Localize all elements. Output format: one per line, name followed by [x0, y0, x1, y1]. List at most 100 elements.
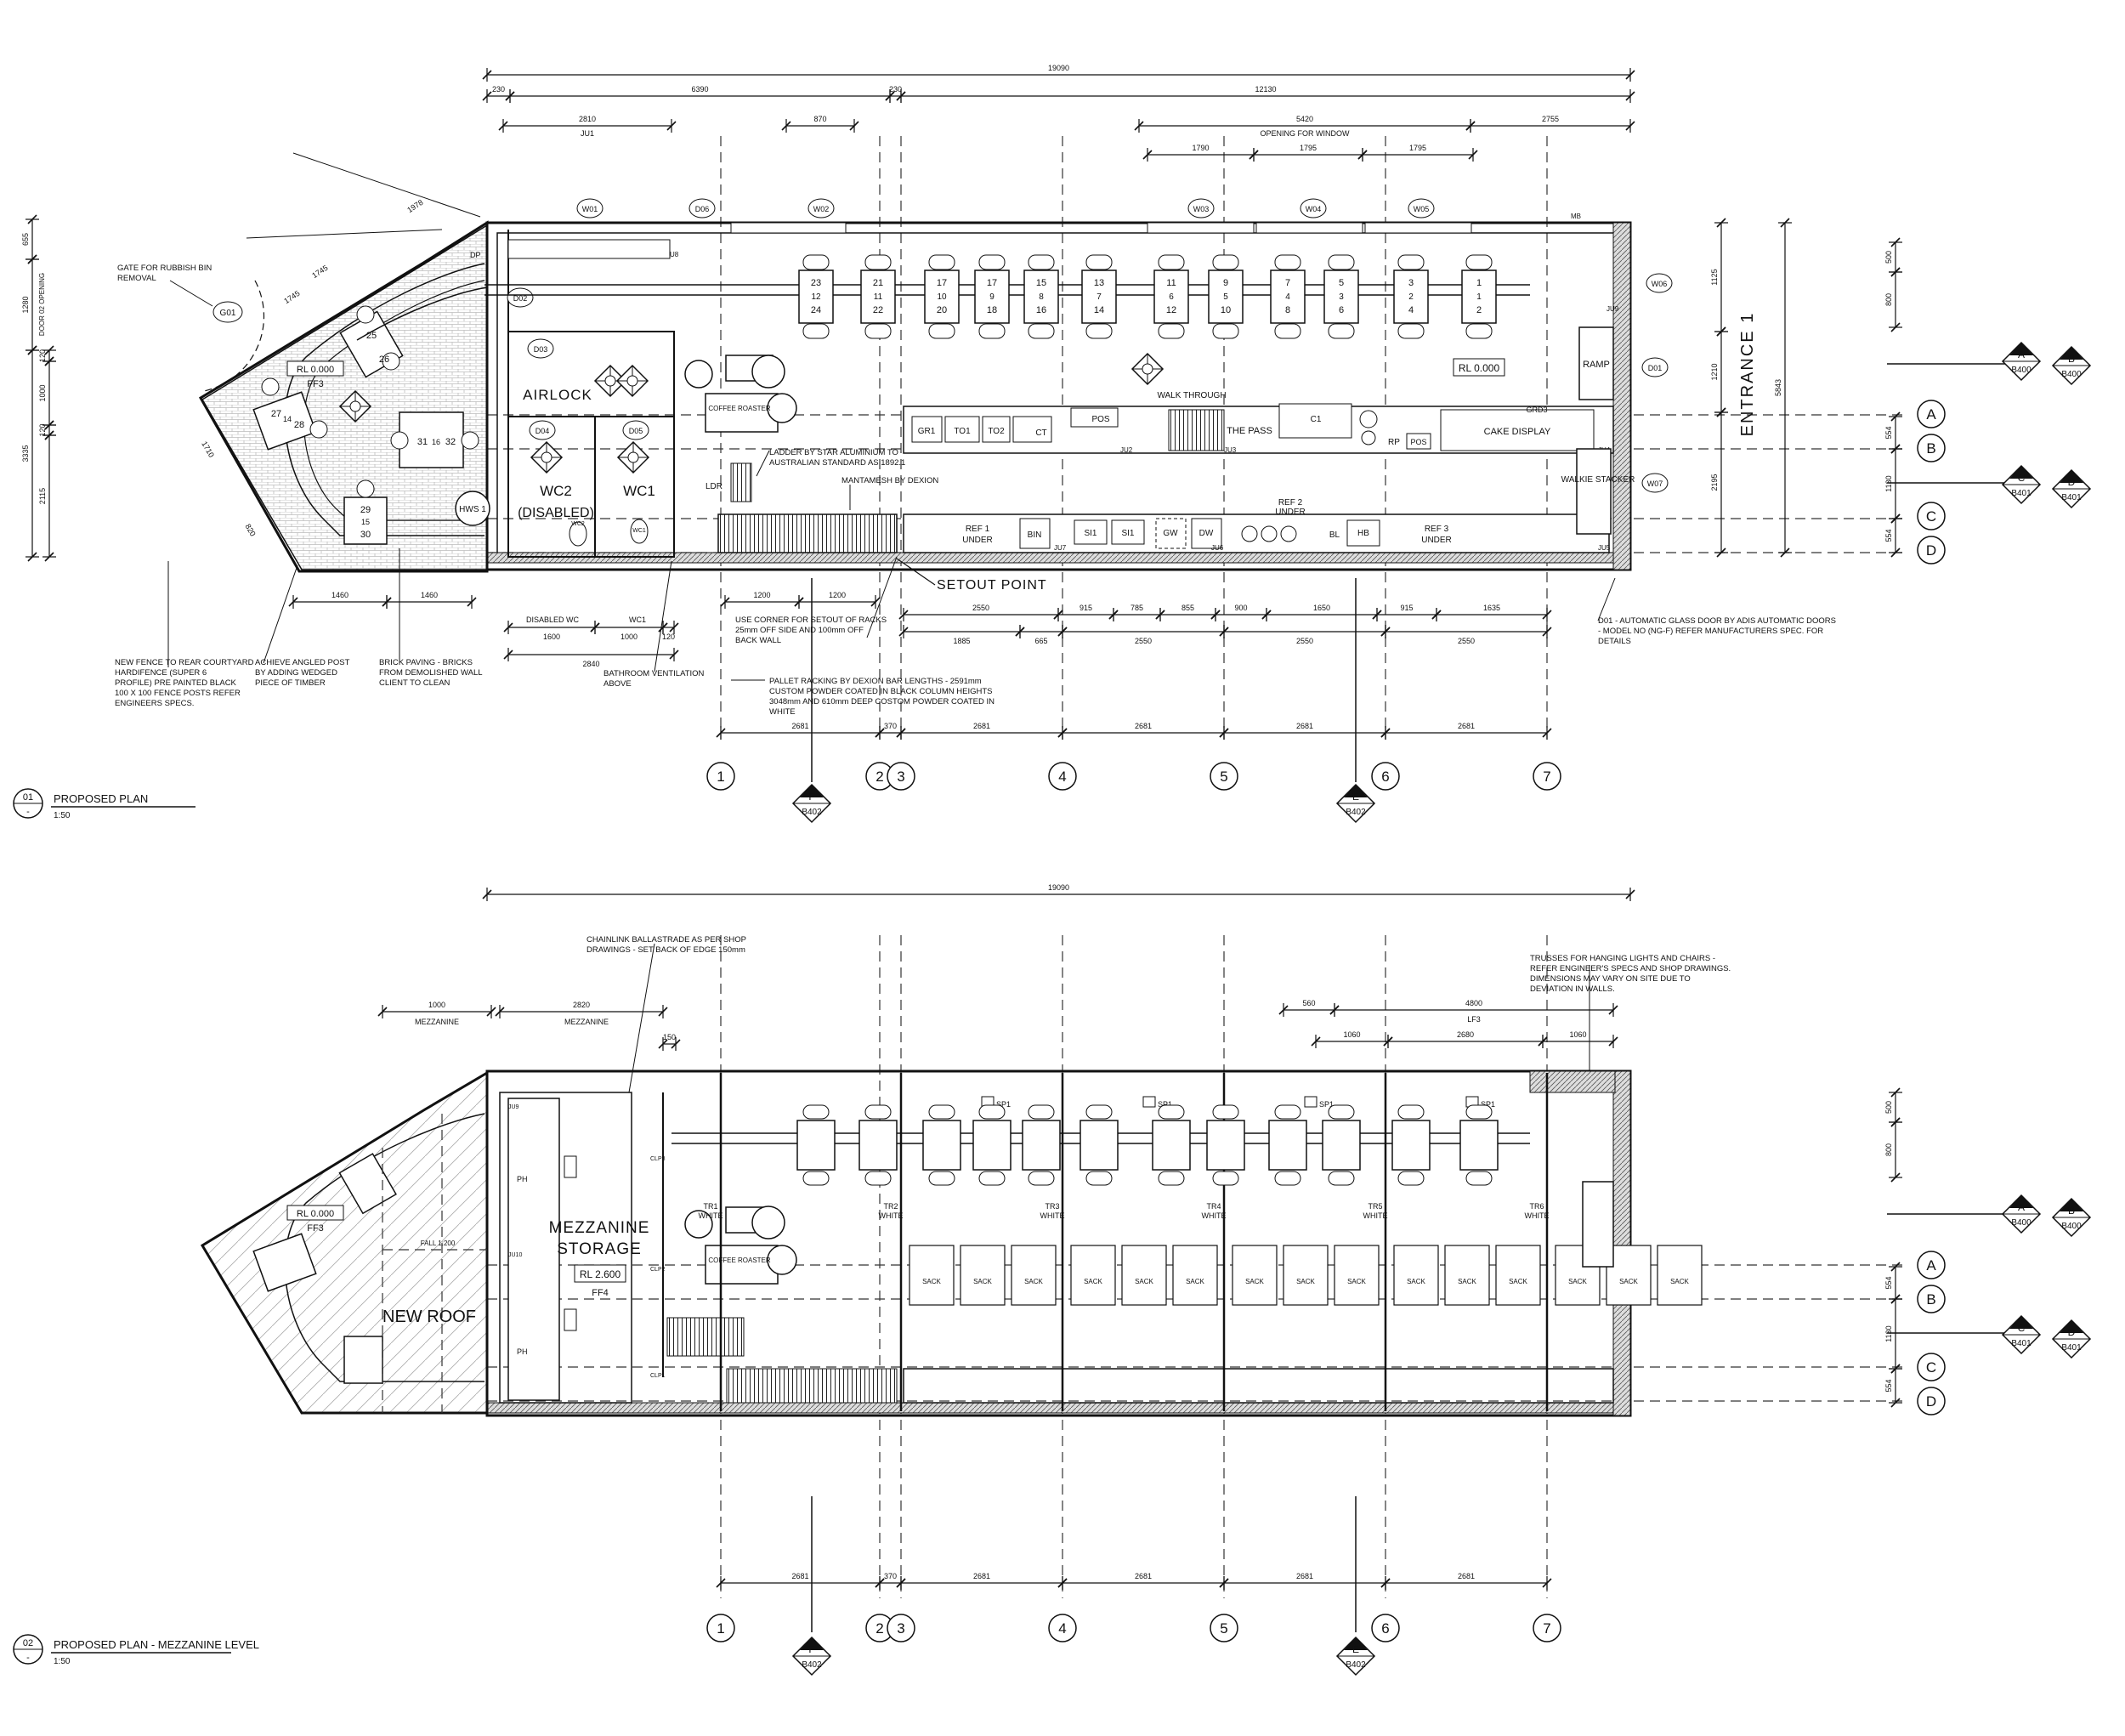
- dim-l-1280-slash: [27, 254, 37, 264]
- mezz-section-marker-b-sheet: B400: [2061, 1222, 2082, 1231]
- section-marker-a-sheet: B400: [2011, 366, 2032, 375]
- dim-870-label: 870: [813, 115, 826, 123]
- dim-bay-top-5-slash: [1380, 728, 1391, 738]
- trusses: TR1WHITETR2WHITESP1TR3WHITESP1TR4WHITESP…: [699, 1073, 1550, 1411]
- mezz-tables: [796, 1104, 1499, 1186]
- truss-white-label: WHITE: [1525, 1211, 1550, 1220]
- setout-point-label: SETOUT POINT: [937, 578, 1047, 593]
- grid-bubble-mezz-3: [887, 1614, 915, 1642]
- sack-label: SACK: [1619, 1278, 1638, 1285]
- dining-tables: 2312242111221710201791815816137141161295…: [798, 254, 1497, 339]
- mezz-front-wall-hatch: [1612, 1070, 1631, 1416]
- mezz-section-marker-a-arrow: [2009, 1195, 2033, 1208]
- equipment-gr1: [911, 416, 943, 443]
- table-seat-label: 20: [937, 305, 947, 315]
- mezz-dim-4800-slash: [1329, 1005, 1340, 1015]
- setout-leader: [896, 558, 936, 586]
- equipment-to1: [944, 416, 980, 443]
- dim-r1-2-label: 785: [1130, 604, 1143, 612]
- corridor-curve: [356, 286, 488, 341]
- court-seat-label: 16: [432, 438, 440, 446]
- court-seat-label: 26: [379, 355, 389, 365]
- sink-1: [1074, 519, 1108, 545]
- dim-12130-label: 12130: [1255, 85, 1276, 94]
- mezz-rear-wall-hatch: [486, 1402, 1631, 1414]
- label-hb: HB: [1357, 529, 1369, 538]
- court-seat-label: 29: [360, 505, 371, 515]
- table-seat-label: 5: [1223, 292, 1228, 302]
- section-marker-diamonds: [338, 352, 1164, 474]
- sack-2-1: [1283, 1245, 1329, 1306]
- mezz-section-marker-e-sheet: B402: [1346, 1660, 1366, 1670]
- courtyard-seat-curve: [284, 263, 485, 536]
- chair-top-4: [1028, 254, 1055, 270]
- label-gw: GW: [1163, 529, 1178, 538]
- dim-r1-6-label: 915: [1400, 604, 1413, 612]
- court-chair: [390, 431, 409, 450]
- dim-bay-mezz-4-label: 2681: [1296, 1572, 1313, 1580]
- chair-top-9: [1328, 254, 1355, 270]
- dim-r1-4-slash: [1210, 610, 1221, 620]
- equipment-pos1: [1070, 407, 1119, 428]
- section-marker-a-arrow: [2009, 343, 2033, 355]
- chair-bottom-9: [1328, 323, 1355, 339]
- section-marker-e-arrow: [1344, 785, 1368, 797]
- rl-box: [1453, 358, 1505, 377]
- dim-r2-0-slash: [898, 627, 909, 637]
- grid-bubble-mezz-2-label: 2: [876, 1620, 883, 1637]
- dim-m-800-label: 800: [1884, 1143, 1893, 1156]
- door-tag-d04-label: D04: [536, 427, 550, 435]
- dim-l-655-label: 655: [21, 233, 30, 246]
- mezz-section-marker-b-letter: B: [2068, 1205, 2075, 1217]
- truss-white-label: WHITE: [1040, 1211, 1065, 1220]
- dim-r-2195-slash: [1716, 407, 1726, 417]
- chair-top-1: [864, 254, 892, 270]
- dim-r-1130-label: 1130: [1884, 475, 1893, 491]
- section-marker-d-arrow: [2060, 470, 2083, 483]
- coffee-roaster-label: COFFEE ROASTER: [708, 405, 771, 412]
- mezz-dim-2680-slash: [1383, 1036, 1393, 1047]
- mezz-dim-1000-label: 1000: [428, 1001, 445, 1009]
- view2-scale: 1:50: [54, 1657, 71, 1666]
- door-tag-d03: [527, 338, 554, 359]
- mezz-table-8: [1268, 1120, 1307, 1171]
- hws-label: HWS 1: [459, 505, 486, 514]
- mezz-dim-560-slash: [1278, 1005, 1289, 1015]
- mezz-balcony-mesh: [726, 1368, 898, 1404]
- court-chair: [356, 305, 375, 324]
- table-seat-label: 3: [1339, 292, 1344, 302]
- label-grd3: GRD3: [1526, 406, 1547, 414]
- court-seat-label: 14: [283, 415, 292, 423]
- label-ju5: JU5: [1598, 544, 1611, 552]
- section-marker-c-letter: C: [2018, 472, 2026, 484]
- court-chair: [261, 377, 280, 396]
- dim-bay-top-4-label: 2681: [1296, 722, 1313, 730]
- court-ff3-label: FF3: [307, 379, 324, 389]
- table-seat-label: 1: [1476, 278, 1482, 288]
- mezz-storage-label-2: STORAGE: [557, 1240, 642, 1258]
- equipment-gw: [1155, 518, 1187, 549]
- dim-l-120a-label: 120: [38, 349, 47, 362]
- grid-bubble-mezz-C: [1917, 1353, 1946, 1381]
- dim-r1-7-slash: [1542, 610, 1552, 620]
- mezz-section-marker-a-letter: A: [2018, 1201, 2025, 1213]
- wc1-small-tag: WC1: [632, 528, 646, 534]
- table-8: [1270, 269, 1306, 324]
- mezz-table-2: [922, 1120, 961, 1171]
- mezz-table-3: [972, 1120, 1012, 1171]
- note-pallet: PALLET RACKING BY DEXION BAR LENGTHS - 2…: [769, 677, 994, 717]
- table-0: [798, 269, 834, 324]
- dim-l-3335-slash: [27, 345, 37, 355]
- court-seat-label: 30: [360, 530, 371, 540]
- truss-white-label: WHITE: [699, 1211, 723, 1220]
- door-tag-d02: [507, 287, 534, 308]
- dim-1795a-slash: [1249, 150, 1259, 160]
- dim-m-500-slash: [1890, 1087, 1901, 1098]
- view2-title: PROPOSED PLAN - MEZZANINE LEVEL: [54, 1638, 259, 1651]
- label-ref3: REF 3: [1425, 525, 1449, 534]
- mezz-table-10: [1391, 1120, 1431, 1171]
- new-roof: [200, 1070, 489, 1415]
- dim-5420-label: 5420: [1296, 115, 1313, 123]
